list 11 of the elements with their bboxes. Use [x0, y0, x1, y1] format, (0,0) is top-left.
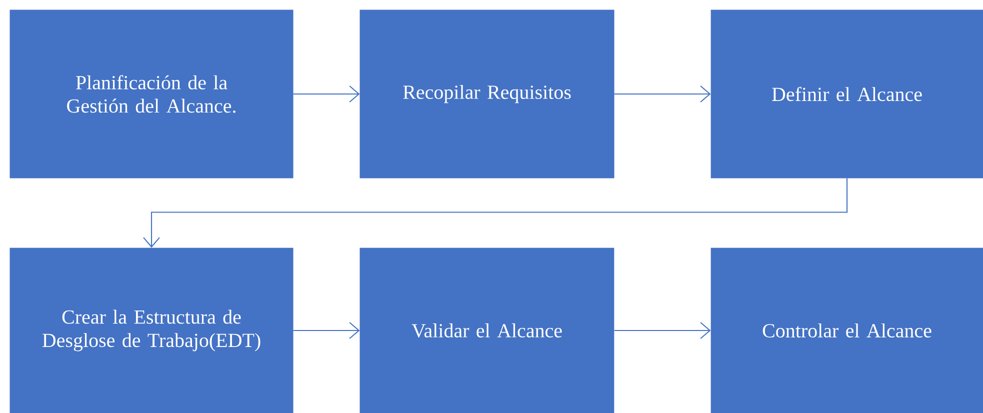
- arrow: [614, 86, 711, 102]
- arrow: [293, 322, 360, 339]
- arrow: [614, 322, 711, 339]
- process-box: Crear la Estructura de Desglose de Trabajo(EDT): [10, 248, 294, 413]
- arrow: [143, 178, 848, 248]
- process-box: Recopilar Requisitos: [360, 10, 614, 178]
- arrow: [293, 86, 360, 102]
- process-box: Validar el Alcance: [360, 248, 614, 413]
- process-box: Controlar el Alcance: [710, 248, 983, 413]
- process-box: Definir el Alcance: [710, 10, 983, 178]
- process-box: Planificación de la Gestión del Alcance.: [10, 10, 294, 178]
